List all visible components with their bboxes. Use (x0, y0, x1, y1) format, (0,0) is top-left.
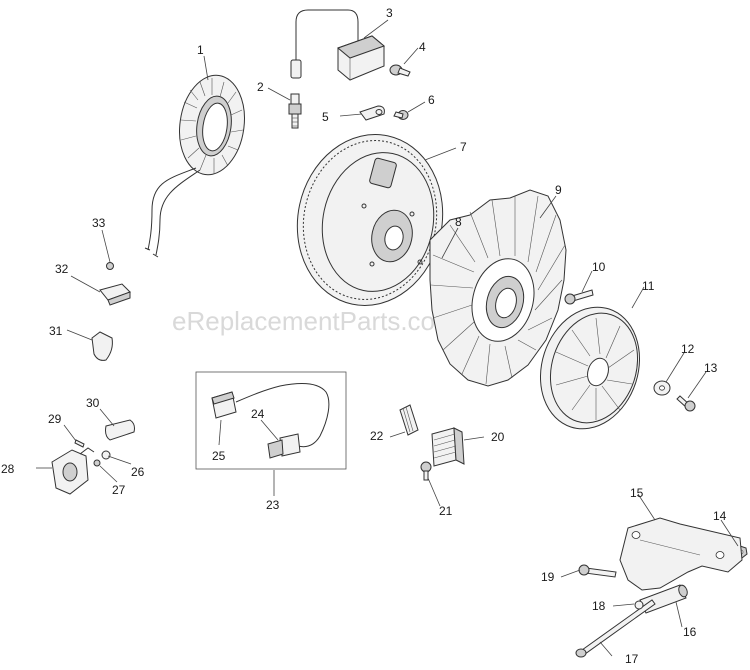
callout-25: 25 (212, 449, 226, 463)
part-washer-26 (101, 450, 111, 460)
part-screw-29 (74, 439, 85, 448)
part-rectifier (431, 427, 465, 467)
callout-2: 2 (257, 80, 264, 94)
part-clamp-31 (91, 331, 113, 361)
part-stator (144, 74, 245, 258)
callout-22: 22 (370, 429, 384, 443)
callout-13: 13 (704, 361, 718, 375)
part-spark-plug (288, 93, 302, 129)
callout-20: 20 (491, 430, 505, 444)
callout-3: 3 (386, 6, 393, 20)
part-washer-18 (634, 600, 644, 610)
leader-lines (36, 19, 739, 657)
part-clip-5 (359, 105, 385, 121)
part-bolt-19 (578, 564, 617, 578)
callout-11: 11 (642, 279, 655, 293)
part-ignition-module (290, 9, 385, 81)
callout-9: 9 (555, 183, 562, 197)
callout-17: 17 (625, 652, 639, 666)
harness-group-box (195, 371, 347, 470)
part-switch-28 (51, 447, 95, 495)
callout-8: 8 (455, 215, 462, 229)
callout-27: 27 (112, 483, 126, 497)
callout-21: 21 (439, 504, 453, 518)
part-screw-21 (420, 461, 432, 481)
callout-30: 30 (86, 396, 100, 410)
part-nut-27 (93, 459, 101, 467)
callout-7: 7 (460, 140, 467, 154)
callout-29: 29 (48, 412, 62, 426)
callout-23: 23 (266, 498, 280, 512)
part-long-bolt-17 (575, 599, 656, 658)
part-fan (429, 189, 567, 387)
part-screen (539, 306, 641, 430)
callout-10: 10 (592, 260, 606, 274)
callout-18: 18 (592, 599, 606, 613)
part-bolt-13 (676, 395, 696, 412)
part-connector-32 (99, 283, 131, 306)
callout-26: 26 (131, 465, 145, 479)
part-screw-4 (389, 64, 411, 77)
callout-14: 14 (713, 509, 727, 523)
callout-24: 24 (251, 407, 265, 421)
callout-6: 6 (428, 93, 435, 107)
watermark-text: eReplacementParts.com (172, 306, 457, 336)
part-bolt-10 (564, 289, 594, 305)
callout-33: 33 (92, 216, 106, 230)
part-screw-6 (393, 110, 409, 120)
callout-19: 19 (541, 570, 555, 584)
callout-labels: 1 2 3 4 5 6 7 8 9 10 11 12 13 14 15 16 1… (1, 6, 727, 666)
part-knob-30 (105, 419, 135, 441)
callout-32: 32 (55, 262, 69, 276)
callout-12: 12 (681, 342, 695, 356)
callout-28: 28 (1, 462, 15, 476)
callout-5: 5 (322, 110, 329, 124)
callout-4: 4 (419, 40, 426, 54)
part-bracket (619, 517, 743, 591)
callout-1: 1 (197, 43, 204, 57)
part-flywheel (296, 134, 444, 306)
part-connector-22 (399, 404, 419, 436)
callout-15: 15 (630, 486, 644, 500)
part-harness (211, 383, 330, 459)
part-washer-12 (653, 380, 671, 396)
callout-31: 31 (49, 324, 63, 338)
part-terminal-33 (106, 262, 114, 270)
callout-16: 16 (683, 625, 697, 639)
